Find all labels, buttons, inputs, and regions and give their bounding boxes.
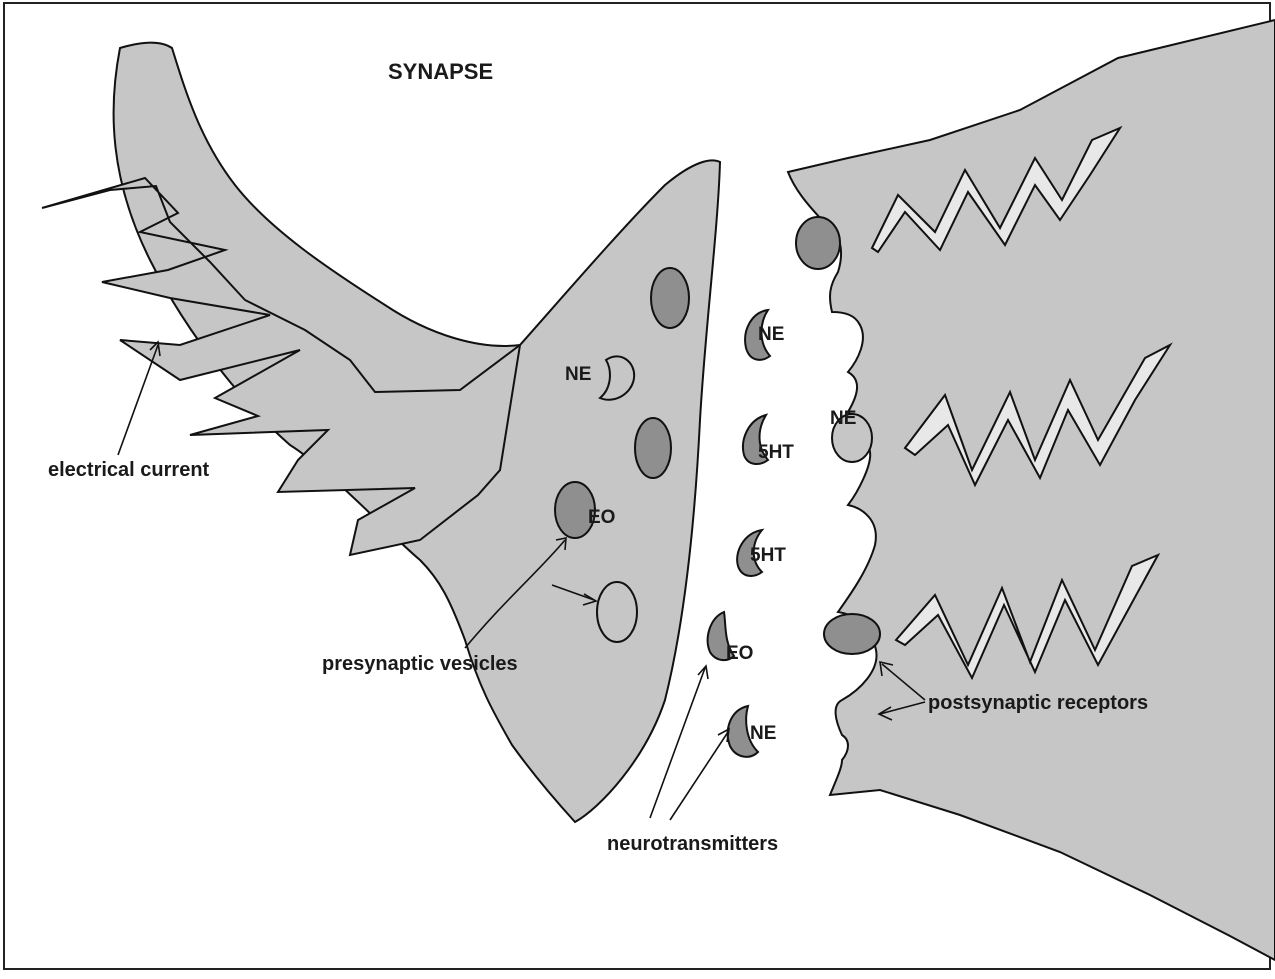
label-postsynaptic-receptors: postsynaptic receptors — [928, 692, 1148, 714]
cleft-tag-ne-top: NE — [758, 324, 784, 345]
receptor-tag-ne: NE — [830, 408, 856, 429]
vesicle-empty — [597, 582, 637, 642]
cleft-tag-5ht-2: 5HT — [750, 545, 786, 566]
vesicle-tag-ne: NE — [565, 364, 591, 385]
receptor-bound-top — [796, 217, 840, 269]
cleft-tag-ne-bottom: NE — [750, 723, 776, 744]
receptor-bound-bottom — [824, 614, 880, 654]
vesicle-tag-eo: EO — [588, 507, 615, 528]
diagram-title: SYNAPSE — [388, 59, 493, 84]
label-presynaptic-vesicles: presynaptic vesicles — [322, 653, 518, 675]
cleft-tag-5ht-1: 5HT — [758, 442, 794, 463]
vesicle-dark-2 — [635, 418, 671, 478]
label-neurotransmitters: neurotransmitters — [607, 833, 778, 855]
label-electrical-current: electrical current — [48, 459, 210, 481]
cleft-tag-eo: EO — [726, 643, 753, 664]
vesicle-dark-1 — [651, 268, 689, 328]
